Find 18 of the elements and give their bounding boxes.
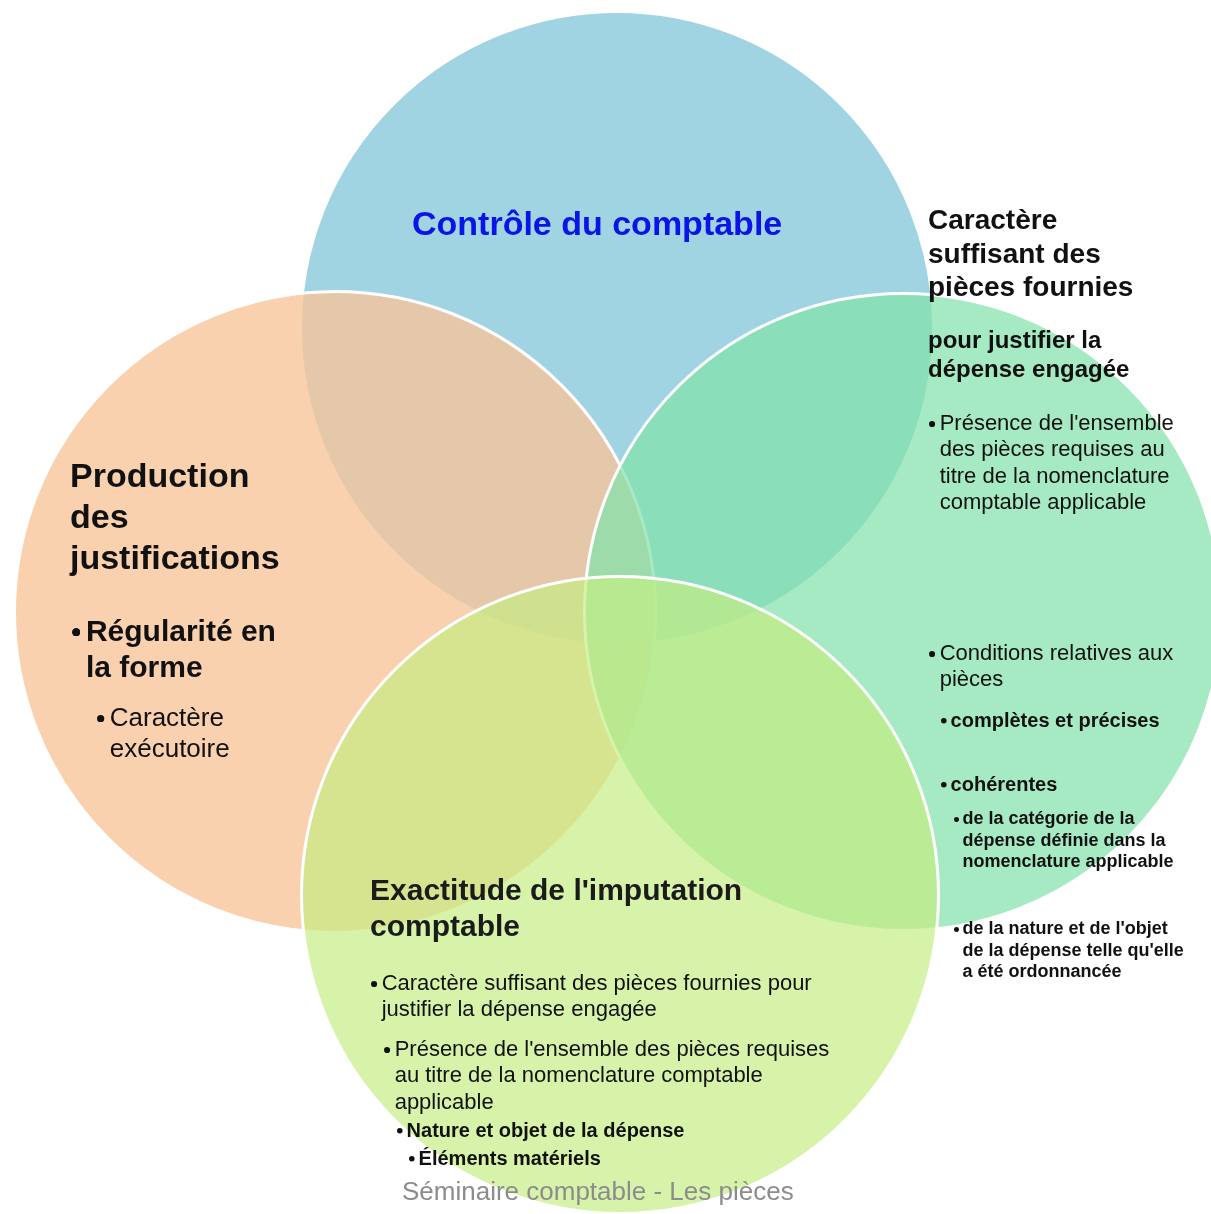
circle-title: Production des justifications — [70, 455, 281, 578]
footer-text: Séminaire comptable - Les pièces — [402, 1176, 794, 1207]
bullet-text: complètes et précises — [950, 708, 1161, 732]
bullet-text: Présence de l'ensemble des pièces requises au titre de la nomenclature comptable applicable — [394, 1036, 831, 1116]
circle-title: Contrôle du comptable — [412, 203, 784, 244]
bullet-text: Caractère suffisant des pièces fournies pour justifier la dépense engagée — [381, 970, 813, 1023]
circle-title: Caractère suffisant des pièces fournies — [928, 203, 1135, 304]
bullet-text: Régularité en la forme — [85, 613, 277, 685]
bullet-text: de la catégorie de la dépense définie dans la nomenclature applicable — [962, 808, 1175, 873]
bullet-text: Éléments matériels — [418, 1146, 602, 1170]
bullet-text: cohérentes — [950, 772, 1059, 796]
bullet-text: Conditions relatives aux pièces — [939, 640, 1175, 693]
bullet-text: de la nature et de l'objet de la dépense telle qu'elle a été ordonnancée — [962, 918, 1185, 983]
bullet-text: Caractère exécutoire — [109, 702, 231, 765]
circle-title: pour justifier la dépense engagée — [928, 326, 1131, 384]
circle-title: Exactitude de l'imputation comptable — [370, 872, 744, 944]
bullet-text: Nature et objet de la dépense — [406, 1118, 686, 1142]
bullet-text: Présence de l'ensemble des pièces requises au titre de la nomenclature comptable applicable — [939, 410, 1175, 516]
